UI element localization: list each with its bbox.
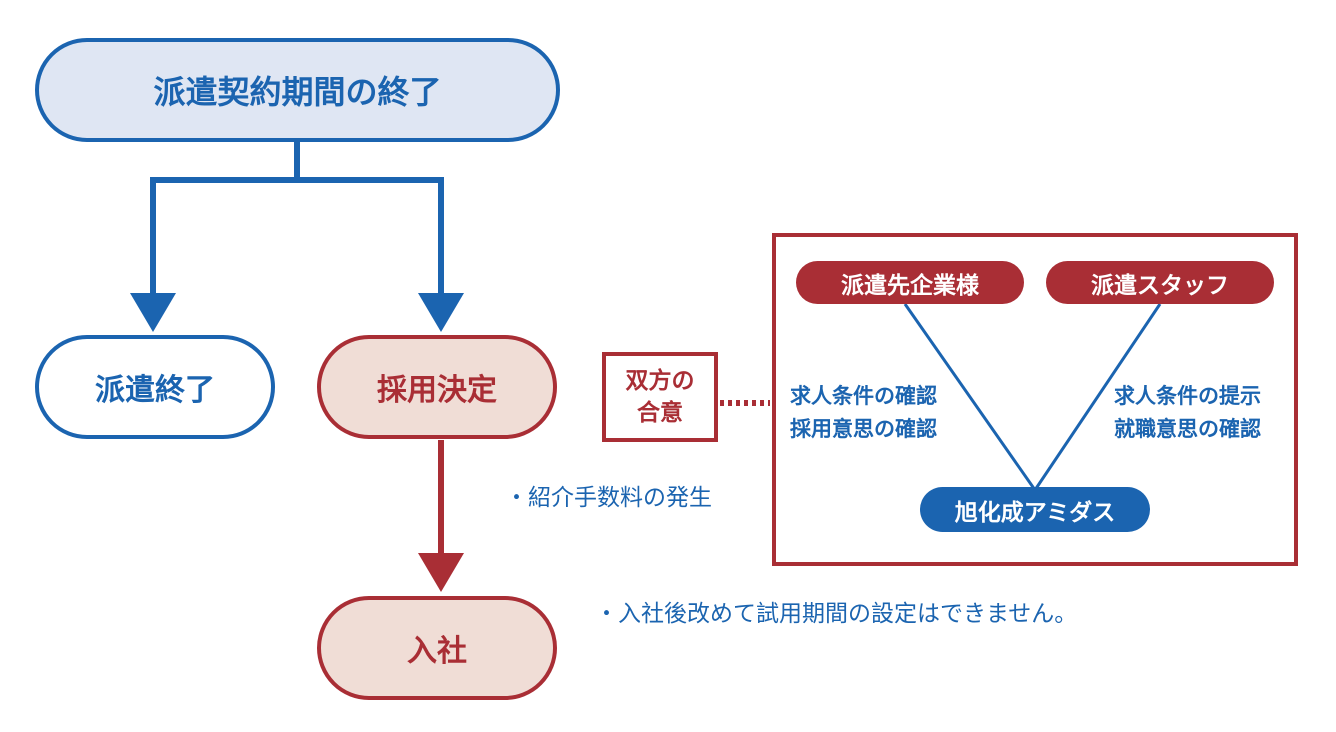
agency-label: 旭化成アミダス [954,499,1116,526]
client-action-item: 採用意思の確認 [790,417,937,441]
client-company-tag: 派遣先企業様 [796,261,1024,304]
join-company-node: 入社 [317,596,557,700]
parties-frame [772,233,1298,566]
hire-decision-label: 採用決定 [377,373,497,408]
agreement-line-2: 合意 [637,400,683,426]
client-company-label: 派遣先企業様 [841,272,979,299]
join-company-label: 入社 [407,634,467,669]
fee-note: ・紹介手数料の発生 [505,485,712,511]
staff-to-agency-line [1033,303,1162,491]
split-connector [150,140,300,295]
split-connector-right [297,177,444,295]
arrow-to-decision-icon [418,293,464,332]
staff-action-item: 就職意思の確認 [1114,417,1261,441]
arrow-to-join-icon [418,553,464,592]
dispatch-end-label: 派遣終了 [95,373,215,408]
client-to-agency-line [903,303,1037,491]
trial-period-note: ・入社後改めて試用期間の設定はできません。 [595,601,1078,627]
agreement-line-1: 双方の [625,368,695,394]
dispatch-end-node: 派遣終了 [35,335,275,439]
contract-end-node: 派遣契約期間の終了 [35,38,560,142]
client-actions: 求人条件の確認 採用意思の確認 [790,380,937,446]
staff-actions: 求人条件の提示 就職意思の確認 [1114,380,1261,446]
dispatch-staff-label: 派遣スタッフ [1091,272,1229,299]
contract-end-label: 派遣契約期間の終了 [153,73,442,111]
hire-decision-node: 採用決定 [317,335,557,439]
client-action-item: 求人条件の確認 [790,384,937,408]
staff-action-item: 求人条件の提示 [1114,384,1261,408]
dispatch-staff-tag: 派遣スタッフ [1046,261,1274,304]
agency-tag: 旭化成アミダス [920,487,1150,532]
arrow-to-end-icon [130,293,176,332]
mutual-agreement-box: 双方の 合意 [602,352,718,442]
